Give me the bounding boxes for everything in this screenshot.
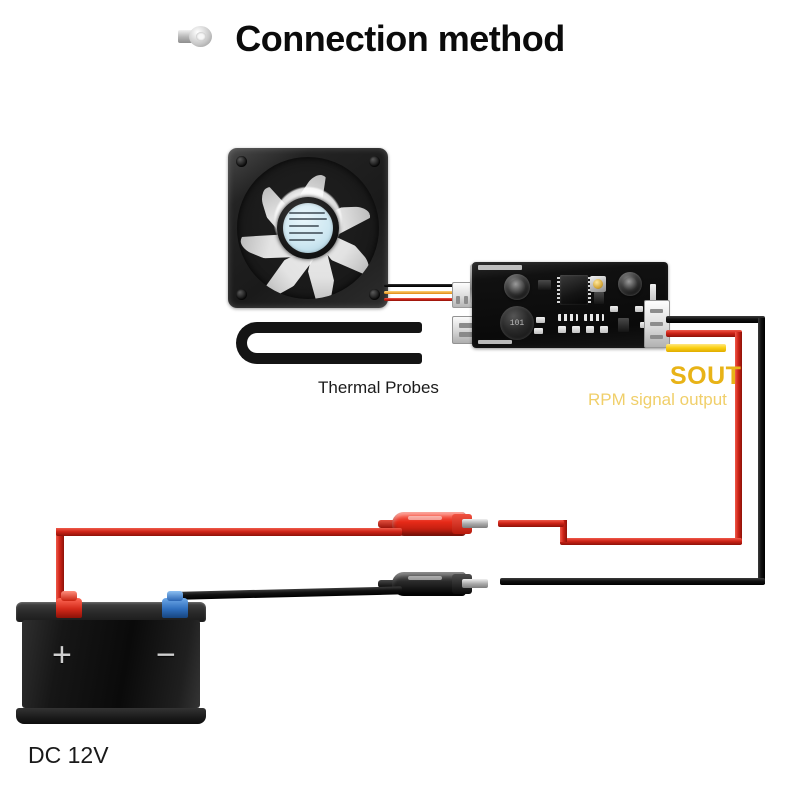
- probe-cable-lead: [376, 322, 422, 333]
- solder-pad: [635, 306, 643, 312]
- smd-resistor: [536, 317, 545, 323]
- sout-description: RPM signal output: [588, 390, 727, 409]
- solder-pad: [586, 326, 594, 333]
- power-inductor: 101: [500, 306, 534, 340]
- battery-base: [16, 708, 206, 724]
- smd-resistor-array: [584, 314, 604, 321]
- controller-ic: [557, 275, 591, 305]
- rpm-signal-wire: [666, 344, 726, 352]
- pcb-silkscreen: [478, 265, 522, 270]
- sout-label: SOUT: [670, 362, 742, 390]
- smd-resistor-array: [558, 314, 578, 321]
- thermal-probe-cable: [236, 322, 426, 368]
- battery-positive-lead-horizontal: [56, 528, 402, 536]
- dc-axial-cooling-fan: [228, 148, 388, 308]
- thermal-probes-label: Thermal Probes: [318, 378, 439, 397]
- battery-negative-terminal: [162, 591, 188, 618]
- fan-spec-label: [283, 203, 333, 253]
- ground-wire-segment-top: [666, 316, 765, 323]
- ground-wire-segment-bottom: [500, 578, 765, 585]
- dc-supply-label: DC 12V: [28, 742, 109, 768]
- battery-plus-symbol: +: [52, 636, 72, 674]
- probe-cable-loop: [236, 322, 386, 364]
- fan-blade-assembly: [237, 157, 379, 299]
- fan-mount-hole: [369, 289, 380, 300]
- solder-pad: [650, 284, 656, 302]
- probe-ring-terminal: [178, 26, 212, 47]
- pcb-silkscreen: [478, 340, 512, 344]
- solder-pad: [558, 326, 566, 333]
- battery-positive-terminal: [56, 591, 82, 618]
- solder-pad: [610, 306, 618, 312]
- power-wire-segment-right: [735, 332, 742, 544]
- battery-minus-symbol: −: [156, 636, 176, 674]
- ground-wire-segment-right: [758, 318, 765, 584]
- battery-positive-lead-vertical: [56, 528, 64, 614]
- probe-cable-lead: [376, 353, 422, 364]
- fan-power-cable: [384, 282, 460, 308]
- battery-case: [22, 620, 200, 708]
- electrolytic-capacitor: [504, 274, 530, 300]
- 12v-lead-acid-battery: + −: [14, 591, 208, 724]
- solder-pad: [600, 326, 608, 333]
- adjust-push-button[interactable]: [590, 276, 606, 292]
- fan-mount-hole: [236, 156, 247, 167]
- power-wire-segment-top: [666, 330, 742, 337]
- page-title: Connection method: [235, 18, 565, 59]
- inductor-marking: 101: [509, 318, 525, 328]
- fan-mount-hole: [369, 156, 380, 167]
- smd-mosfet: [618, 318, 629, 332]
- smd-transistor: [594, 292, 604, 304]
- fan-speed-controller-board: 101: [472, 262, 668, 348]
- smd-resistor: [534, 328, 543, 334]
- power-wire-riser: [560, 520, 567, 542]
- battery-negative-lead: [169, 586, 403, 600]
- fan-mount-hole: [236, 289, 247, 300]
- electrolytic-capacitor: [618, 272, 642, 296]
- smd-diode: [538, 280, 551, 290]
- power-output-connector: [644, 300, 670, 348]
- solder-pad: [572, 326, 580, 333]
- power-wire-to-clip: [498, 520, 564, 527]
- power-wire-segment-bottom: [560, 538, 742, 545]
